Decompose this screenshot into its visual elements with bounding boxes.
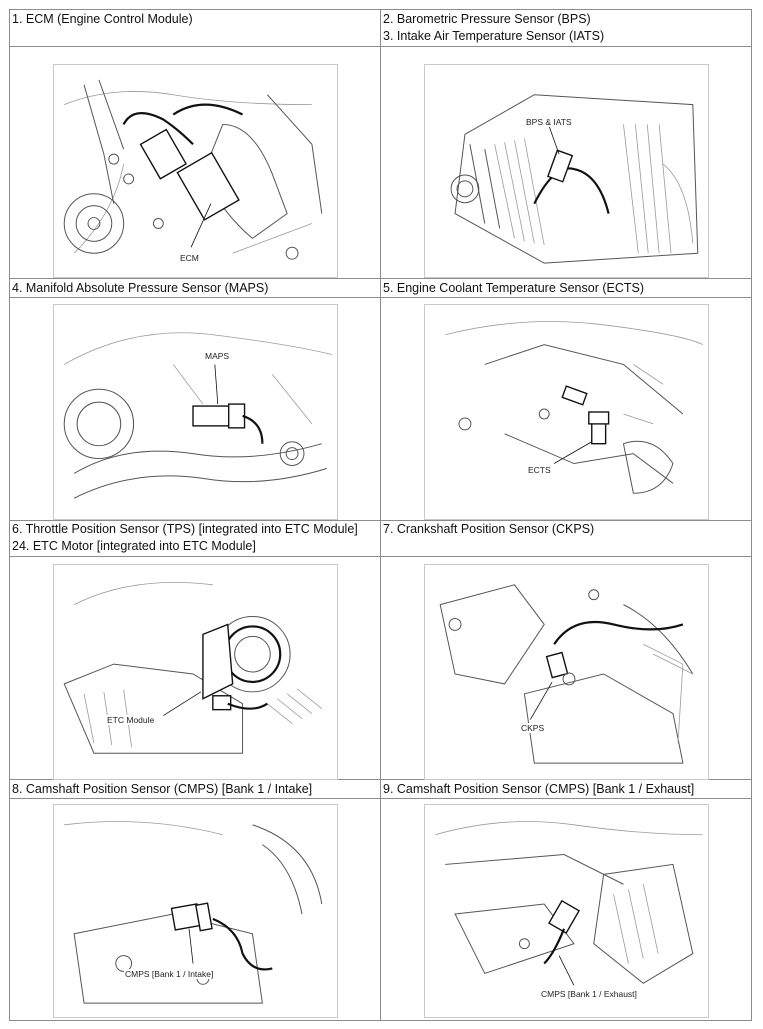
caption-tps-etc: 6. Throttle Position Sensor (TPS) [integ…: [12, 521, 358, 555]
intake-manifold-drawing: [63, 332, 332, 499]
cylinder-head-intake-drawing: [64, 821, 323, 1004]
bps-iats-callout: BPS & IATS: [525, 117, 573, 127]
caption-line: 9. Camshaft Position Sensor (CMPS) [Bank…: [383, 782, 695, 796]
ecm-illustration: ECM: [53, 64, 338, 278]
engine-bay-drawing: [63, 79, 323, 260]
throttle-body-drawing: [63, 581, 323, 754]
caption-line: 3. Intake Air Temperature Sensor (IATS): [383, 29, 605, 43]
caption-cmps-intake: 8. Camshaft Position Sensor (CMPS) [Bank…: [12, 781, 312, 798]
caption-line: 2. Barometric Pressure Sensor (BPS): [383, 12, 591, 26]
caption-ecm: 1. ECM (Engine Control Module): [12, 11, 193, 28]
coolant-housing-drawing: [445, 321, 703, 494]
maps-illustration: MAPS: [53, 304, 338, 520]
caption-ects: 5. Engine Coolant Temperature Sensor (EC…: [383, 280, 644, 297]
sensor-location-table: 1. ECM (Engine Control Module) 2. Barome…: [9, 9, 752, 1021]
column-divider: [380, 10, 381, 1020]
caption-line: 1. ECM (Engine Control Module): [12, 12, 193, 26]
caption-line: 24. ETC Motor [integrated into ETC Modul…: [12, 539, 256, 553]
ects-illustration: ECTS: [424, 304, 709, 520]
caption-cmps-exhaust: 9. Camshaft Position Sensor (CMPS) [Bank…: [383, 781, 694, 798]
caption-line: 4. Manifold Absolute Pressure Sensor (MA…: [12, 281, 269, 295]
maps-callout: MAPS: [204, 351, 231, 361]
crankcase-drawing: [439, 584, 694, 764]
caption-bps-iats: 2. Barometric Pressure Sensor (BPS) 3. I…: [383, 11, 604, 45]
etc-module-illustration: ETC Module: [53, 564, 338, 780]
caption-line: 7. Crankshaft Position Sensor (CKPS): [383, 522, 595, 536]
caption-line: 8. Camshaft Position Sensor (CMPS) [Bank…: [12, 782, 313, 796]
caption-line: 5. Engine Coolant Temperature Sensor (EC…: [383, 281, 645, 295]
caption-line: 6. Throttle Position Sensor (TPS) [integ…: [12, 522, 358, 536]
cmps-exhaust-illustration: CMPS [Bank 1 / Exhaust]: [424, 804, 709, 1018]
cmps-intake-callout: CMPS [Bank 1 / Intake]: [124, 969, 215, 979]
ecm-callout: ECM: [179, 253, 200, 263]
cmps-exhaust-callout: CMPS [Bank 1 / Exhaust]: [540, 989, 638, 999]
caption-ckps: 7. Crankshaft Position Sensor (CKPS): [383, 521, 594, 538]
bps-iats-illustration: BPS & IATS: [424, 64, 709, 278]
ckps-illustration: CKPS: [424, 564, 709, 780]
cylinder-head-exhaust-drawing: [435, 821, 703, 986]
ects-callout: ECTS: [527, 465, 552, 475]
ckps-callout: CKPS: [520, 723, 546, 733]
etc-module-callout: ETC Module: [106, 715, 156, 725]
air-cleaner-drawing: [450, 94, 699, 264]
cmps-intake-illustration: CMPS [Bank 1 / Intake]: [53, 804, 338, 1018]
caption-maps: 4. Manifold Absolute Pressure Sensor (MA…: [12, 280, 268, 297]
